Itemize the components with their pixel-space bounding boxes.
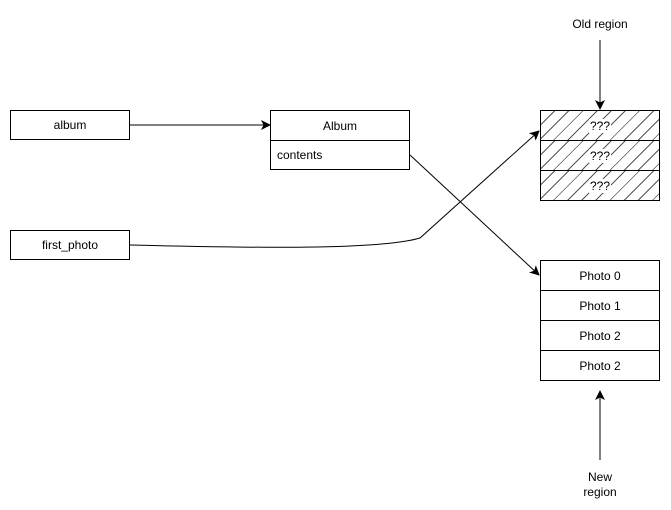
new-region-cell-text: Photo 1 bbox=[579, 298, 621, 313]
new-region-cell: Photo 1 bbox=[540, 290, 660, 321]
old-region-label: Old region bbox=[550, 17, 650, 32]
new-region-cell-text: Photo 0 bbox=[579, 268, 621, 283]
new-region-cell-text: Photo 2 bbox=[579, 328, 621, 343]
album-variable-box: album bbox=[10, 110, 130, 140]
album-struct-contents-label: contents bbox=[277, 148, 323, 162]
new-region-label-line2: region bbox=[583, 485, 617, 499]
old-region-cell-text: ??? bbox=[588, 118, 612, 133]
album-struct-title: Album bbox=[270, 110, 410, 141]
first-photo-variable-box: first_photo bbox=[10, 230, 130, 260]
album-struct-title-label: Album bbox=[322, 118, 357, 133]
new-region-cell: Photo 0 bbox=[540, 260, 660, 291]
old-region-cell: ??? bbox=[540, 110, 660, 141]
new-region-cell-text: Photo 2 bbox=[579, 358, 621, 373]
new-region-label: New region bbox=[550, 470, 650, 500]
first-photo-pointer-arrow bbox=[129, 130, 540, 248]
contents-pointer-arrow bbox=[409, 154, 540, 276]
old-region-cell: ??? bbox=[540, 140, 660, 171]
new-region-cell: Photo 2 bbox=[540, 350, 660, 381]
old-region-cell-text: ??? bbox=[588, 148, 612, 163]
new-region-label-line1: New bbox=[587, 470, 612, 484]
album-variable-label: album bbox=[53, 118, 87, 132]
first-photo-variable-label: first_photo bbox=[41, 238, 99, 252]
old-region-label-text: Old region bbox=[572, 17, 628, 31]
new-region-cell: Photo 2 bbox=[540, 320, 660, 351]
old-region-cell-text: ??? bbox=[588, 178, 612, 193]
album-struct-contents-field: contents bbox=[270, 140, 410, 170]
old-region-cell: ??? bbox=[540, 170, 660, 201]
